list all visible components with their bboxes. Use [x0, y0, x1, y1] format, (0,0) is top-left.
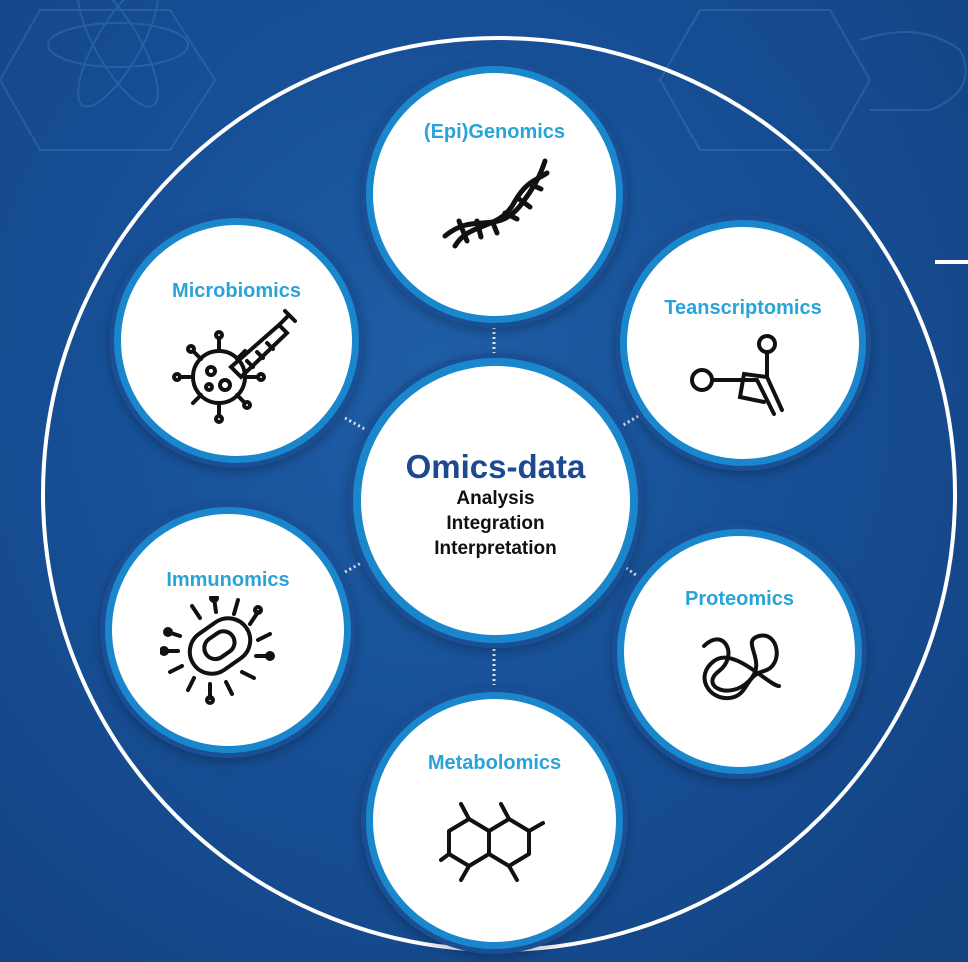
node-label: Microbiomics: [172, 280, 301, 302]
node-immunomics: Immunomics: [112, 514, 344, 746]
center-title: Omics-data: [405, 448, 586, 485]
node-label: (Epi)Genomics: [423, 121, 566, 143]
center-hub: Omics-data Analysis Integration Interpre…: [361, 366, 630, 635]
node-label: Proteomics: [685, 588, 794, 610]
node-label: Teanscriptomics: [664, 297, 822, 319]
outer-ring: [41, 36, 957, 952]
molecule-rings-icon: [439, 802, 545, 882]
dna-icon: [442, 158, 550, 249]
node-epigenomics: (Epi)Genomics: [373, 73, 616, 316]
node-label: Metabolomics: [427, 752, 562, 774]
center-line-interpretation: Interpretation: [434, 538, 557, 559]
node-metabolomics: Metabolomics: [373, 699, 616, 942]
center-line-analysis: Analysis: [456, 488, 535, 509]
bacterium-icon: [160, 596, 275, 705]
node-microbiomics: Microbiomics: [121, 225, 352, 456]
rna-hairpin-icon: [690, 334, 784, 416]
center-line-integration: Integration: [446, 513, 545, 534]
node-proteomics: Proteomics: [624, 536, 855, 767]
virus-syringe-icon: [172, 309, 297, 424]
protein-fold-icon: [702, 633, 781, 701]
node-transcriptomics: Teanscriptomics: [627, 227, 859, 459]
node-label: Immunomics: [166, 569, 290, 591]
